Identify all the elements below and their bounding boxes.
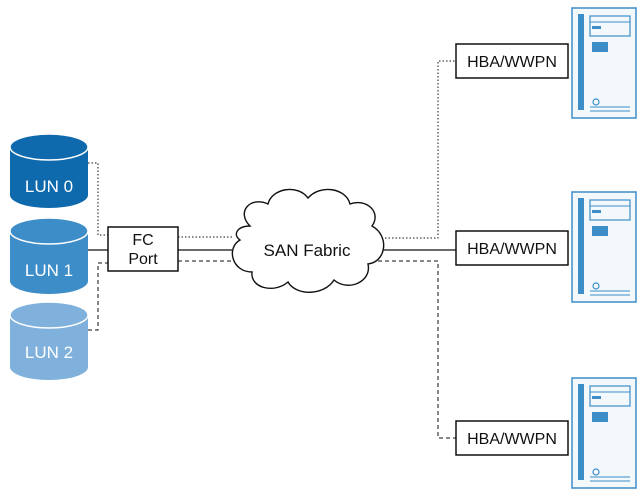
fc-port: FC Port [107,226,179,272]
hba-box [455,230,569,266]
lun-2: LUN 2 [9,301,89,380]
lun-0: LUN 0 [9,133,89,208]
connections [88,60,456,439]
san-fabric: SAN Fabric [231,188,385,293]
cylinder-top [9,217,89,245]
hba-label: HBA/WWPN [467,54,557,71]
cylinder-disk-icon [10,315,88,380]
host-2: HBA/WWPN [455,191,637,303]
host-1: HBA/WWPN [455,7,637,119]
cylinder-disk-icon [10,231,88,294]
cylinder-top [9,133,89,161]
san-fabric-label: SAN Fabric [264,241,351,260]
hba-box [455,43,569,79]
lun2-link [88,262,108,331]
lun-label: LUN 1 [25,261,73,280]
fc-port-label-line1: FC [132,232,153,249]
hba-label: HBA/WWPN [467,241,557,258]
lun-1: LUN 1 [9,217,89,294]
server-tower-icon [571,7,637,119]
server-tower-icon [571,191,637,303]
fabric-to-host1 [378,60,456,239]
server-tower-icon [571,377,637,489]
lun0-link [88,162,108,236]
hba-label: HBA/WWPN [467,431,557,448]
cylinder-top [9,301,89,329]
hba-box [455,420,569,456]
lun-label: LUN 2 [25,343,73,362]
host-3: HBA/WWPN [455,377,637,489]
cylinder-disk-icon [10,147,88,208]
lun-label: LUN 0 [25,177,73,196]
cloud-icon [231,188,385,293]
fc-port-label-line2: Port [128,251,158,268]
fabric-to-host3 [378,260,456,439]
